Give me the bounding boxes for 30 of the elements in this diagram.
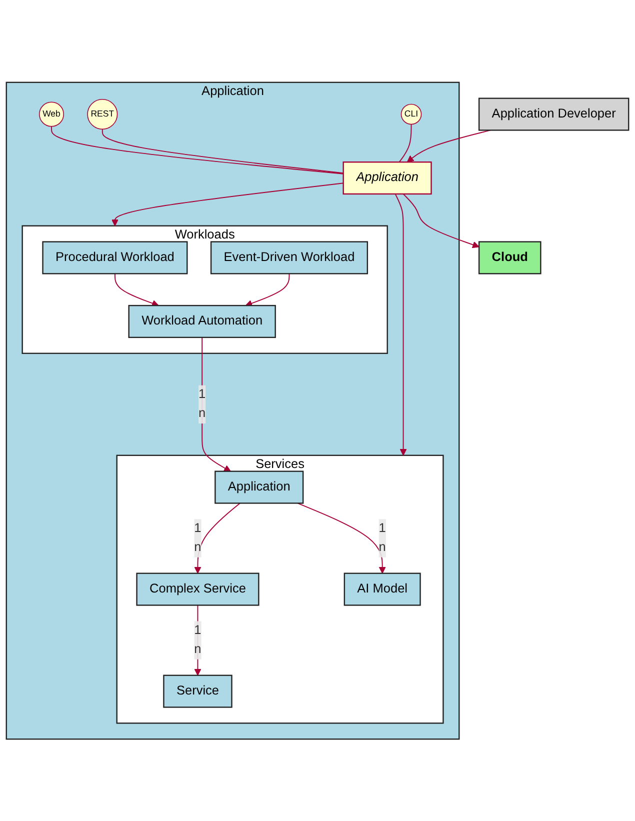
node-box: Application <box>214 470 304 504</box>
label: n <box>194 642 202 656</box>
arrow <box>245 272 290 306</box>
node-box: Application Developer <box>478 97 630 131</box>
node-box: AI Model <box>344 572 421 606</box>
label: 1 <box>194 623 202 637</box>
connector <box>51 126 344 174</box>
connector <box>102 128 344 174</box>
arrow <box>402 193 480 248</box>
arrow <box>114 272 159 306</box>
label: n <box>198 406 206 420</box>
node-box: Complex Service <box>136 572 260 606</box>
node-circle: CLI <box>400 104 422 124</box>
node-circle: Web <box>38 101 64 127</box>
connector <box>398 124 412 162</box>
arrow <box>406 129 491 162</box>
arrow <box>394 193 407 456</box>
label: 1 <box>378 521 386 535</box>
node-box: Cloud <box>478 240 542 274</box>
label: 1 <box>198 387 206 401</box>
node-box: Service <box>163 674 232 708</box>
arrow <box>297 502 386 574</box>
node-box: Procedural Workload <box>42 240 188 274</box>
label: n <box>194 540 202 554</box>
arrow <box>111 182 344 226</box>
node-box: Workload Automation <box>128 304 276 338</box>
label: 1 <box>194 521 202 535</box>
label: n <box>378 540 386 554</box>
node-circle: REST <box>87 98 118 130</box>
node-box: Event-Driven Workload <box>210 240 368 274</box>
